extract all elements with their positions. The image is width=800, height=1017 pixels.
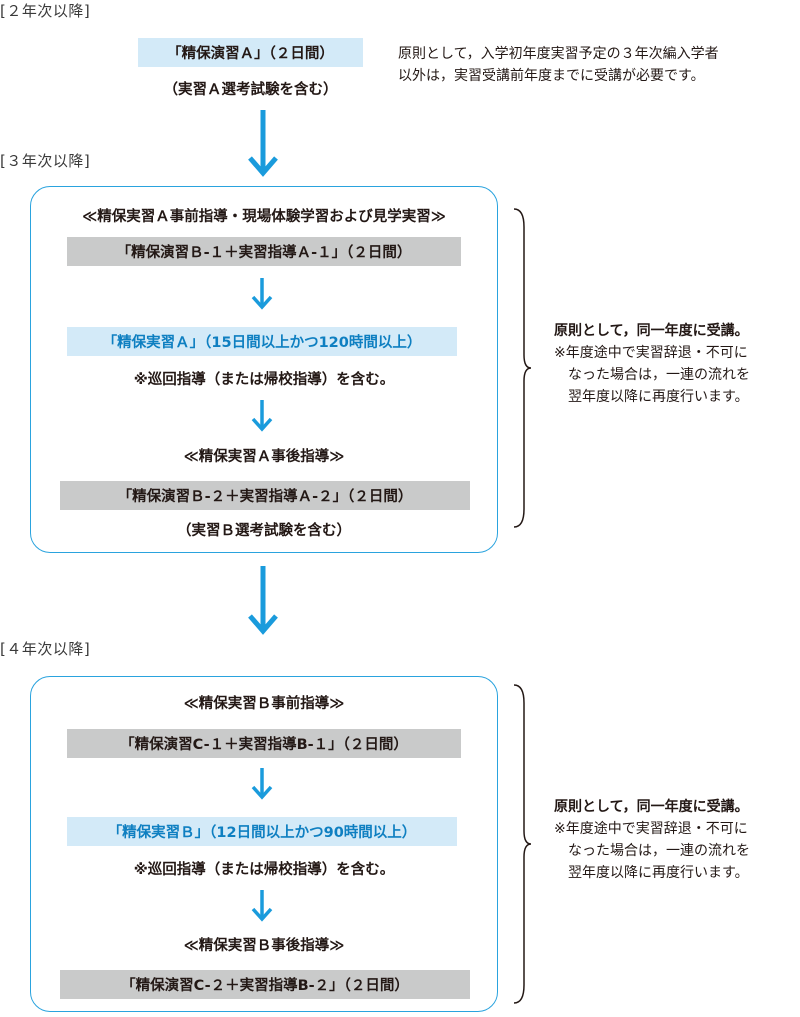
year3-side-line2: なった場合は，一連の流れを xyxy=(568,367,750,383)
year2-side-note-line1: 原則として，入学初年度実習予定の３年次編入学者 xyxy=(398,46,719,62)
seminar-a-box: 「精保演習Ａ」（２日間） xyxy=(138,38,363,67)
seminar-b1-box: 「精保演習Ｂ-１＋実習指導Ａ-１」（２日間） xyxy=(67,237,461,266)
year4-post-guidance: ≪精保実習Ｂ事後指導≫ xyxy=(183,938,345,954)
year4-side-line3: 翌年度以降に再度行います。 xyxy=(568,865,749,881)
seminar-c2-box: 「精保演習C-２＋実習指導B-２」（２日間） xyxy=(60,970,470,999)
year4-side-line2: なった場合は，一連の流れを xyxy=(568,843,750,859)
practicum-b-box: 「精保実習Ｂ」（12日間以上かつ90時間以上） xyxy=(67,817,457,846)
year4-label: [４年次以降] xyxy=(0,640,91,658)
arrow-down-icon xyxy=(251,400,273,432)
year3-visit-note: ※巡回指導（または帰校指導）を含む。 xyxy=(133,372,395,388)
practicum-a-box: 「精保実習Ａ」（15日間以上かつ120時間以上） xyxy=(67,327,457,356)
year2-side-note-line2: 以外は，実習受講前年度までに受講が必要です。 xyxy=(398,68,705,84)
right-brace-icon xyxy=(513,684,532,1004)
seminar-b2-box: 「精保演習Ｂ-２＋実習指導Ａ-２」（２日間） xyxy=(60,481,470,510)
year3-label: [３年次以降] xyxy=(0,152,91,170)
year4-pre-guidance: ≪精保実習Ｂ事前指導≫ xyxy=(183,696,345,712)
arrow-down-icon xyxy=(251,890,273,922)
year3-post-guidance: ≪精保実習Ａ事後指導≫ xyxy=(183,449,345,465)
seminar-c1-box: 「精保演習C-１＋実習指導B-１」（２日間） xyxy=(67,729,461,758)
seminar-b2-note: （実習Ｂ選考試験を含む） xyxy=(177,523,351,539)
arrow-down-icon xyxy=(251,278,273,310)
year4-side-bold: 原則として，同一年度に受講。 xyxy=(554,799,749,815)
arrow-down-icon xyxy=(248,110,278,177)
seminar-a-note: （実習Ａ選考試験を含む） xyxy=(163,82,338,98)
right-brace-icon xyxy=(513,208,532,528)
year3-side-bold: 原則として，同一年度に受講。 xyxy=(554,323,749,339)
year3-side-line1: ※年度途中で実習辞退・不可に xyxy=(554,345,748,361)
year4-side-line1: ※年度途中で実習辞退・不可に xyxy=(554,821,748,837)
year3-side-line3: 翌年度以降に再度行います。 xyxy=(568,389,749,405)
year3-pre-guidance: ≪精保実習Ａ事前指導・現場体験学習および見学実習≫ xyxy=(82,209,446,225)
arrow-down-icon xyxy=(251,768,273,800)
year4-visit-note: ※巡回指導（または帰校指導）を含む。 xyxy=(133,862,395,878)
year2-label: [２年次以降] xyxy=(0,2,91,20)
arrow-down-icon xyxy=(248,566,278,635)
